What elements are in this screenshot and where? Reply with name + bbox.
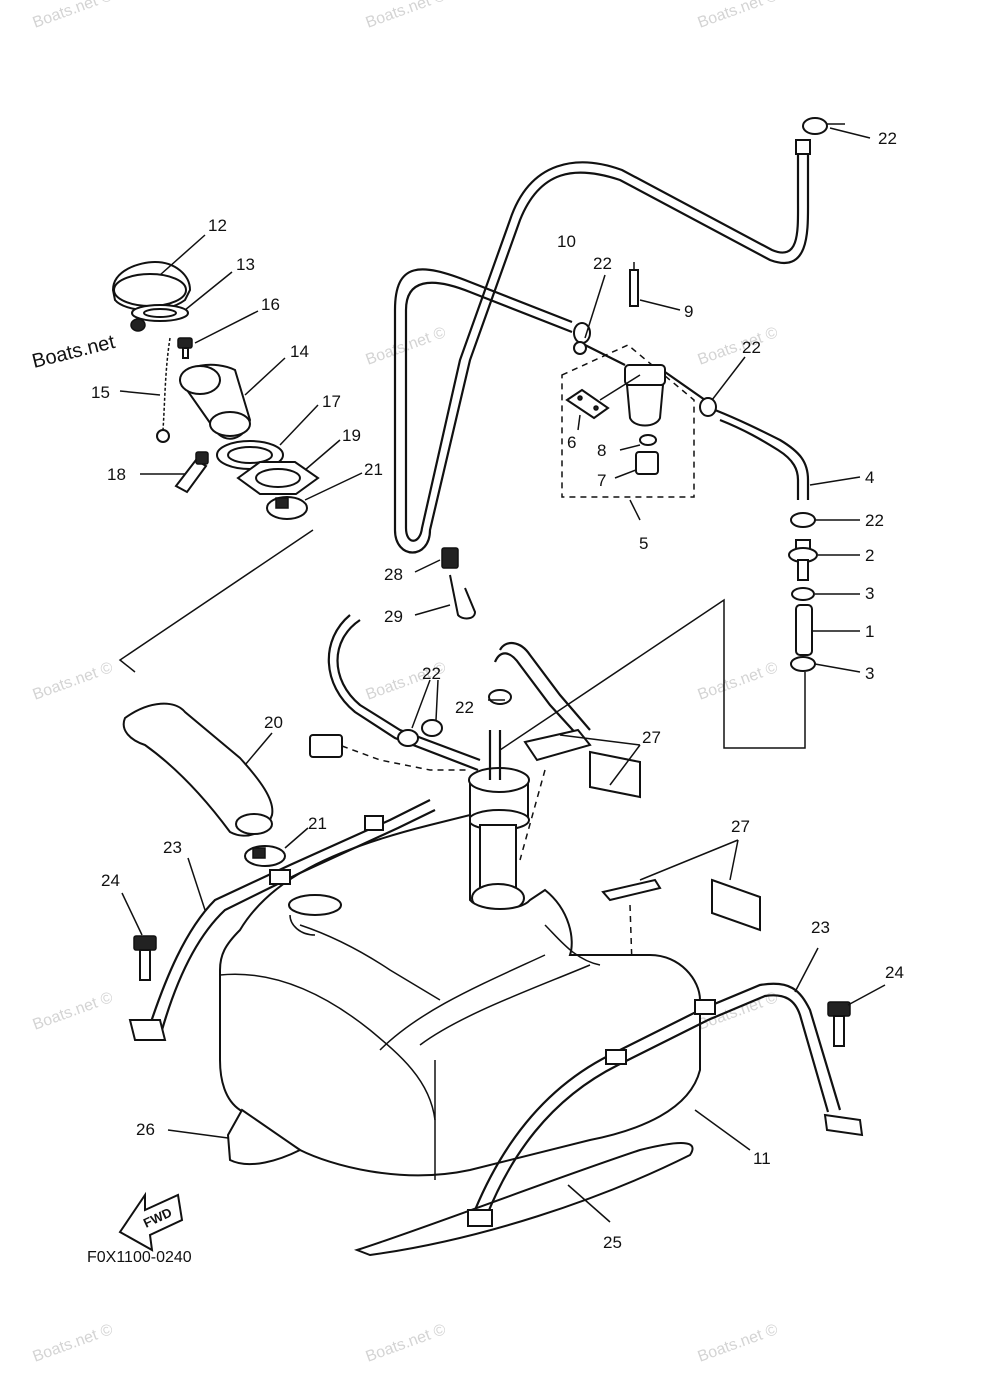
fuel-filter-assembly bbox=[561, 262, 706, 521]
filler-cap-assembly bbox=[111, 234, 363, 673]
callout-label: 9 bbox=[684, 302, 693, 321]
hose-clip-top bbox=[802, 117, 871, 139]
callout-label: 8 bbox=[597, 441, 606, 460]
filler-hose bbox=[122, 702, 274, 837]
watermark: Boats.net © bbox=[31, 1321, 116, 1366]
callout-label: 10 bbox=[557, 232, 576, 251]
callout-label: 16 bbox=[261, 295, 280, 314]
callout-label: 22 bbox=[593, 254, 612, 273]
callout-label: 3 bbox=[865, 584, 874, 603]
watermark: Boats.net © bbox=[696, 1321, 781, 1366]
callout-label: 25 bbox=[603, 1233, 622, 1252]
callout-label: 14 bbox=[290, 342, 309, 361]
watermark: Boats.net © bbox=[31, 659, 116, 704]
hose-holder bbox=[414, 547, 477, 620]
sender-wiring bbox=[309, 614, 591, 772]
watermark: Boats.net © bbox=[696, 324, 781, 369]
hose-clamp bbox=[244, 827, 309, 867]
callout-label: 23 bbox=[811, 918, 830, 937]
vent-hose bbox=[393, 139, 811, 554]
callout-label: 3 bbox=[865, 664, 874, 683]
tank-leader bbox=[694, 1109, 751, 1151]
callout-label: 21 bbox=[308, 814, 327, 833]
callout-labels: 1 2 3 3 4 5 6 7 8 9 10 11 12 13 14 15 16… bbox=[91, 129, 904, 1252]
callout-label: 18 bbox=[107, 465, 126, 484]
hose-clip bbox=[573, 274, 606, 355]
figure-code: F0X1100-0240 bbox=[87, 1249, 192, 1266]
watermark: Boats.net © bbox=[696, 659, 781, 704]
callout-label: 15 bbox=[91, 383, 110, 402]
callout-label: 1 bbox=[865, 622, 874, 641]
callout-label: 20 bbox=[264, 713, 283, 732]
callout-label: 2 bbox=[865, 546, 874, 565]
callout-label: 21 bbox=[364, 460, 383, 479]
callout-label: 19 bbox=[342, 426, 361, 445]
watermark: Boats.net © bbox=[364, 1321, 449, 1366]
callout-label: 22 bbox=[455, 698, 474, 717]
callout-label: 6 bbox=[567, 433, 576, 452]
callout-label: 27 bbox=[731, 817, 750, 836]
tank-straps bbox=[128, 799, 864, 1227]
tank-pads bbox=[519, 728, 761, 966]
callout-label: 24 bbox=[885, 963, 904, 982]
callout-label: 22 bbox=[878, 129, 897, 148]
strap-bolts bbox=[121, 892, 886, 1047]
callout-label: 7 bbox=[597, 471, 606, 490]
callout-label: 11 bbox=[753, 1149, 771, 1168]
watermark: Boats.net © bbox=[31, 0, 116, 32]
callout-label: 23 bbox=[163, 838, 182, 857]
fuel-tank bbox=[219, 813, 701, 1180]
callout-label: 24 bbox=[101, 871, 120, 890]
callout-label: 22 bbox=[422, 664, 441, 683]
callout-label: 28 bbox=[384, 565, 403, 584]
callout-label: 22 bbox=[865, 511, 884, 530]
connector-stack bbox=[499, 512, 861, 751]
callout-label: 22 bbox=[742, 338, 761, 357]
callout-label: 5 bbox=[639, 534, 648, 553]
fuel-sender-unit bbox=[468, 730, 530, 913]
callout-label: 13 bbox=[236, 255, 255, 274]
callout-label: 17 bbox=[322, 392, 341, 411]
hose-end bbox=[795, 139, 811, 155]
callout-label: 29 bbox=[384, 607, 403, 626]
callout-label: 12 bbox=[208, 216, 227, 235]
callout-label: 27 bbox=[642, 728, 661, 747]
watermark: Boats.net © bbox=[364, 0, 449, 32]
hose-clip bbox=[699, 356, 746, 417]
brand-watermark: Boats.net bbox=[30, 331, 118, 373]
callout-label: 26 bbox=[136, 1120, 155, 1139]
watermark: Boats.net © bbox=[696, 0, 781, 32]
watermark: Boats.net © bbox=[31, 989, 116, 1034]
fuel-hose bbox=[714, 408, 861, 500]
forward-direction-indicator: FWD bbox=[118, 1191, 184, 1252]
callout-label: 4 bbox=[865, 468, 874, 487]
